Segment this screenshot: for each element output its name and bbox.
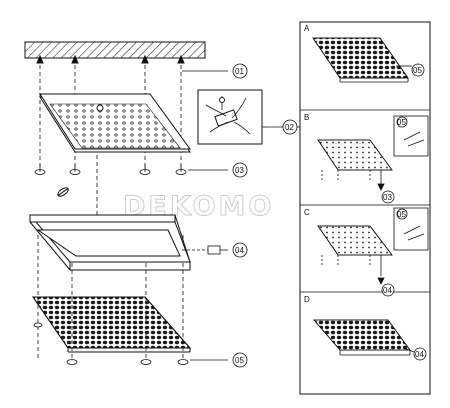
panel-d-part: 04 [415, 350, 424, 359]
panel-c-part: 04 [383, 286, 392, 295]
ceiling [24, 41, 206, 59]
steps-column [299, 21, 431, 395]
callout-03: 03 [232, 162, 248, 178]
panel-a-letter: A [304, 24, 310, 33]
frame-side-screw [182, 245, 226, 255]
panel-b-part: 03 [383, 193, 392, 202]
callout-02-label: 02 [285, 123, 294, 132]
panel-a-part: 05 [413, 66, 422, 75]
frame [28, 214, 191, 271]
panel-b-inset: 05 [397, 118, 406, 127]
main-exploded-view [24, 41, 300, 365]
step-panel-d [313, 319, 427, 361]
step-panel-a [312, 37, 425, 83]
callout-01: 01 [232, 63, 248, 79]
panel-b-letter: B [304, 113, 309, 122]
step-panel-b [317, 115, 429, 204]
ceiling-arrows [36, 54, 185, 64]
panel-d-letter: D [304, 295, 310, 304]
callout-05: 05 [232, 352, 248, 368]
callout-03-label: 03 [235, 166, 244, 175]
diffuser-screws [33, 322, 189, 365]
callout-05-label: 05 [235, 356, 244, 365]
callout-04: 04 [232, 242, 248, 258]
callout-01-label: 01 [235, 67, 244, 76]
step-panel-c [317, 207, 429, 297]
callout-02: 02 [282, 119, 298, 135]
bracket-icon [57, 187, 69, 197]
wiring-detail-box [197, 89, 263, 145]
plate-screws [34, 165, 187, 175]
panel-c-inset: 05 [397, 210, 406, 219]
panel-c-letter: C [304, 208, 310, 217]
callout-04-label: 04 [235, 246, 244, 255]
diffuser [32, 296, 192, 349]
